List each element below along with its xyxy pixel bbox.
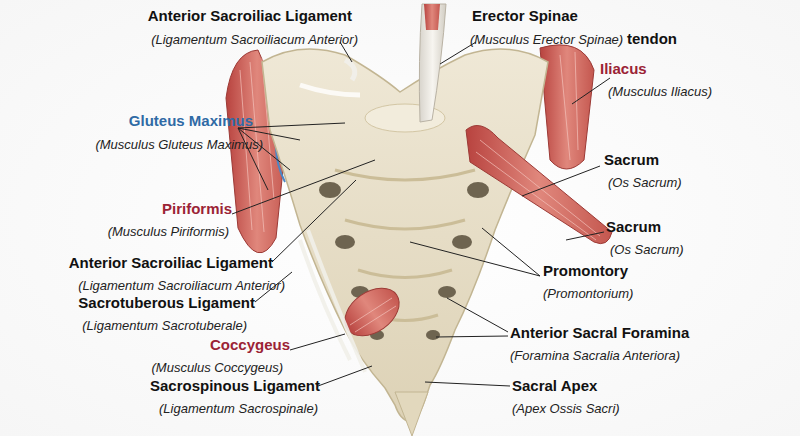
piriformis-muscle — [466, 126, 612, 244]
latin-name: (Musculus Piriformis) — [108, 224, 229, 240]
muscle-name: Gluteus Maximus — [129, 112, 253, 130]
structure-suffix: tendon — [627, 30, 677, 48]
latin-name: (Musculus Coccygeus) — [152, 360, 284, 376]
latin-name: (Musculus Erector Spinae) — [470, 32, 623, 48]
structure-name: Anterior Sacral Foramina — [510, 324, 689, 342]
latin-name: (Ligamentum Sacrospinale) — [159, 401, 318, 417]
structure-name: Anterior Sacroiliac Ligament — [69, 254, 273, 272]
latin-name: (Musculus Gluteus Maximus) — [95, 137, 263, 153]
structure-name: Sacrum — [606, 218, 661, 236]
muscle-name: Coccygeus — [210, 336, 290, 354]
coccygeus-muscle — [336, 278, 408, 345]
structure-name: Sacrum — [604, 151, 659, 169]
latin-name: (Ligamentum Sacroiliacum Anterior) — [78, 278, 285, 294]
ligaments — [300, 60, 365, 372]
structure-name: Promontory — [543, 262, 628, 280]
latin-name: (Os Sacrum) — [610, 242, 684, 258]
structure-name: Anterior Sacroiliac Ligament — [148, 7, 352, 25]
latin-name: (Ligamentum Sacroiliacum Anterior) — [151, 32, 358, 48]
muscle-name: Piriformis — [162, 200, 232, 218]
structure-name: Sacral Apex — [512, 377, 597, 395]
latin-name: (Promontorium) — [543, 286, 633, 302]
latin-name: (Musculus Iliacus) — [608, 84, 712, 100]
structure-name: Sacrospinous Ligament — [150, 377, 320, 395]
latin-name: (Os Sacrum) — [608, 175, 682, 191]
latin-name: (Foramina Sacralia Anteriora) — [510, 348, 680, 364]
muscle-name: Iliacus — [600, 60, 647, 78]
structure-name: Sacrotuberous Ligament — [78, 294, 255, 312]
latin-name: (Apex Ossis Sacri) — [512, 401, 620, 417]
latin-name: (Ligamentum Sacrotuberale) — [82, 318, 247, 334]
structure-name: Erector Spinae — [472, 7, 578, 25]
